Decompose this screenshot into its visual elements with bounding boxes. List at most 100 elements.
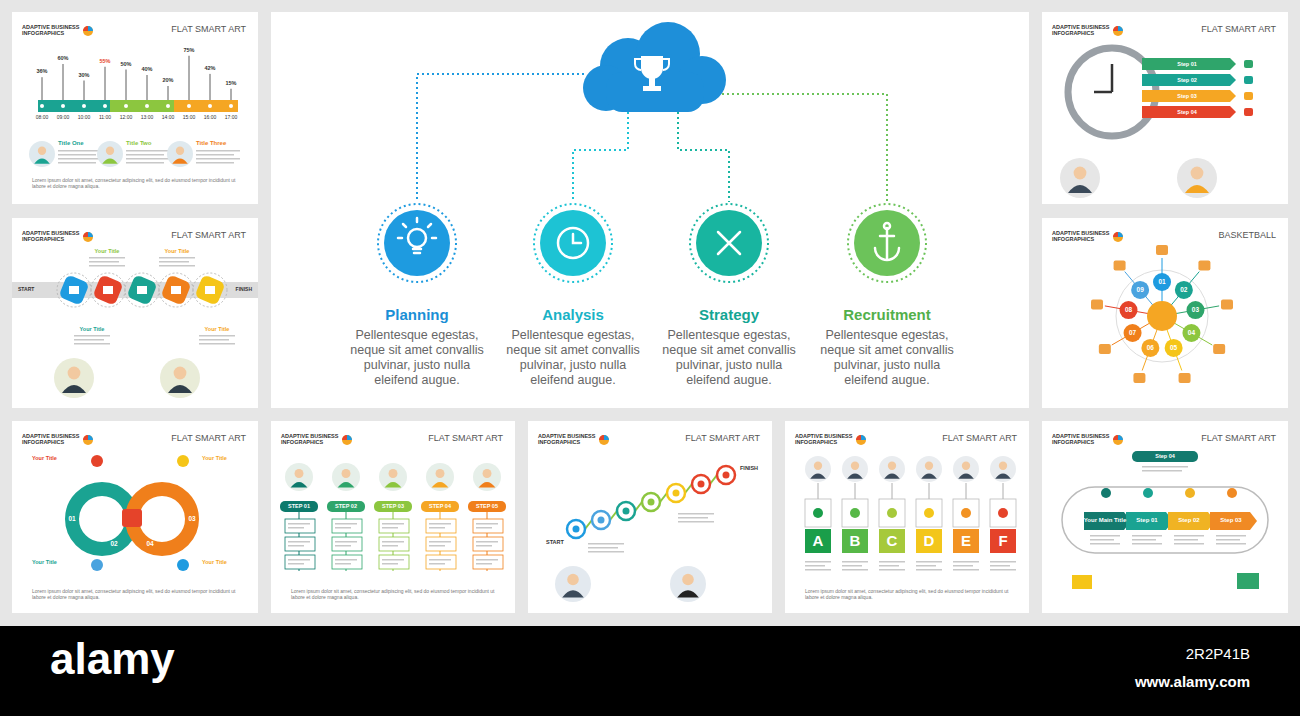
- step-chevron: [1084, 512, 1131, 530]
- placeholder-line: [288, 563, 304, 565]
- logo-pie: [83, 232, 93, 242]
- timeline-bar: [174, 100, 238, 112]
- box-icon: [813, 508, 823, 518]
- dotted-ring: [57, 273, 91, 307]
- label-text: Step 02: [1177, 77, 1197, 83]
- placeholder-line: [476, 559, 498, 561]
- item-body: Pellentesque egestas, neque sit amet con…: [811, 328, 963, 388]
- label-text: Your Title: [80, 326, 105, 332]
- sport-icon: [1156, 245, 1168, 255]
- label-text: Your Main Title: [1084, 517, 1126, 524]
- placeholder-line: [288, 541, 310, 543]
- placeholder-line: [1132, 543, 1162, 545]
- step-pill: [374, 501, 412, 512]
- logo-pie: [1113, 435, 1118, 440]
- chain-icon: [598, 517, 605, 524]
- cycle-track: [1062, 487, 1268, 553]
- avatar: [990, 456, 1016, 482]
- avatar: [54, 358, 94, 398]
- sport-icon: [1091, 300, 1103, 310]
- placeholder-line: [842, 561, 868, 563]
- placeholder-line: [916, 561, 942, 563]
- step-arrow: [1142, 58, 1236, 70]
- placeholder-line: [58, 158, 102, 160]
- label-text: ADAPTIVE BUSINESS INFOGRAPHICS: [22, 230, 84, 243]
- timeline-stem: [63, 64, 64, 100]
- timeline-dot: [166, 104, 170, 108]
- timeline-stem: [210, 74, 211, 100]
- label-text: ADAPTIVE BUSINESS INFOGRAPHICS: [538, 433, 600, 446]
- wheel-segment: [1120, 301, 1138, 319]
- logo-pie: [1118, 232, 1123, 237]
- label-text: 02: [110, 540, 117, 547]
- logo-pie: [83, 435, 93, 445]
- placeholder-line: [1132, 535, 1162, 537]
- label-text: FLAT SMART ART: [171, 433, 246, 443]
- step-chevron: [1210, 512, 1257, 530]
- label-text: 08: [1125, 306, 1132, 313]
- placeholder-line: [953, 569, 979, 571]
- label-text: STEP 04: [429, 503, 451, 509]
- label-text: Your Title: [32, 455, 57, 461]
- avatar-body: [102, 159, 118, 164]
- placeholder-line: [288, 527, 304, 529]
- timeline-stem: [147, 75, 148, 100]
- placeholder-line: [476, 527, 492, 529]
- connector-stem: [818, 483, 819, 499]
- avatar: [953, 456, 979, 482]
- step-box: [332, 555, 362, 569]
- avatar-body: [62, 385, 86, 393]
- title-icon: [91, 559, 103, 571]
- wheel-segment: [1186, 301, 1204, 319]
- octagon-step: [92, 274, 123, 305]
- placeholder-line: [879, 561, 905, 563]
- label-text: 01: [68, 515, 75, 522]
- box-icon: [961, 508, 971, 518]
- placeholder-line: [382, 527, 398, 529]
- placeholder-line: [678, 521, 714, 523]
- dotted-ring: [91, 273, 125, 307]
- avatar-body: [479, 482, 496, 488]
- label-text: 13:00: [141, 115, 154, 121]
- sport-icon: [1221, 300, 1233, 310]
- avatar-body: [677, 590, 699, 597]
- avatar-body: [1068, 185, 1092, 193]
- placeholder-line: [199, 339, 229, 341]
- wheel-segment: [1141, 339, 1159, 357]
- label-text: 50%: [120, 61, 131, 67]
- step-arrow: [1142, 106, 1236, 118]
- letter-box: [879, 529, 905, 553]
- wheel-segment: [1165, 339, 1183, 357]
- step-box: [332, 519, 362, 533]
- step-icon: [1244, 92, 1253, 100]
- label-text: Your Title: [202, 455, 227, 461]
- connector-stem: [966, 483, 967, 499]
- avatar-head: [682, 574, 694, 586]
- label-text: 04: [1188, 329, 1195, 336]
- connector-stem: [929, 483, 930, 499]
- logo-pie: [347, 435, 352, 440]
- item-heading: Planning: [341, 306, 493, 323]
- placeholder-line: [588, 551, 624, 553]
- timeline-stem: [126, 70, 127, 101]
- icon-box: [990, 499, 1016, 527]
- sport-icon: [1133, 373, 1145, 383]
- box-icon: [924, 508, 934, 518]
- avatar-body: [884, 474, 900, 479]
- logo-pie: [856, 435, 861, 440]
- chain-circle: [617, 502, 635, 520]
- avatar: [805, 456, 831, 482]
- label-text: 07: [1129, 329, 1136, 336]
- label-text: ADAPTIVE BUSINESS INFOGRAPHICS: [281, 433, 343, 446]
- item-body: Pellentesque egestas, neque sit amet con…: [341, 328, 493, 388]
- placeholder-line: [58, 150, 102, 152]
- avatar-head: [436, 469, 445, 478]
- placeholder-line: [1090, 539, 1114, 541]
- label-text: ADAPTIVE BUSINESS INFOGRAPHICS: [1052, 24, 1114, 37]
- timeline-dot: [82, 104, 86, 108]
- avatar-head: [567, 574, 579, 586]
- label-text: STEP 02: [335, 503, 357, 509]
- sport-icon: [1099, 344, 1111, 354]
- avatar: [1177, 158, 1217, 198]
- label-text: 03: [188, 515, 195, 522]
